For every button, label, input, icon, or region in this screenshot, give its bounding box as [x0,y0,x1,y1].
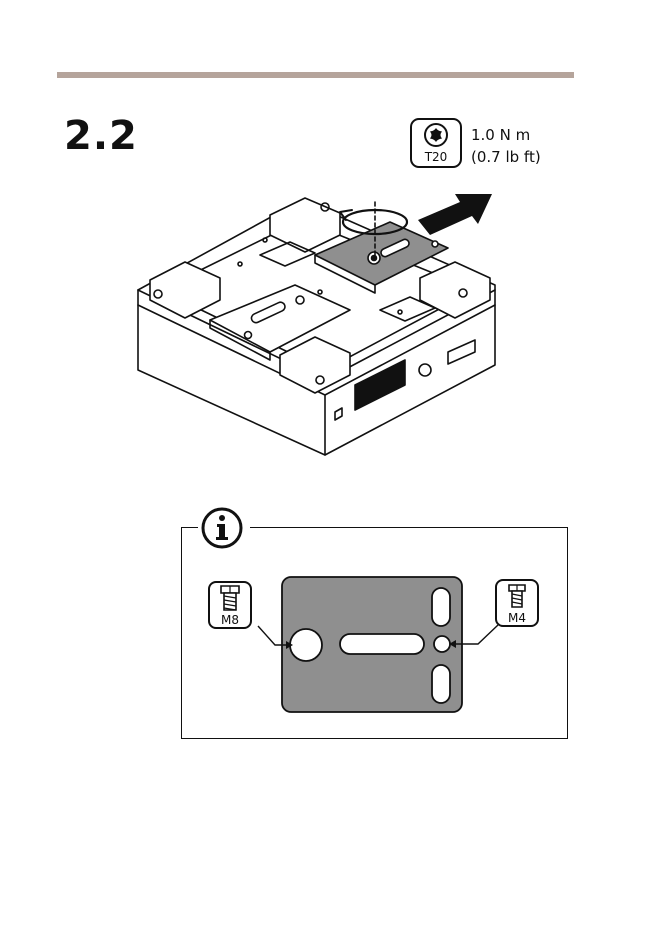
bolt-icon [497,581,537,613]
center-slot [340,634,424,654]
info-icon [200,506,244,550]
torque-metric: 1.0 N m [471,124,541,146]
upper-slot [432,588,450,626]
m4-label: M4 [497,611,537,625]
torque-imperial: (0.7 lb ft) [471,146,541,168]
bolt-icon [210,583,250,615]
m4-screw-badge: M4 [495,579,539,627]
section-divider [57,72,574,78]
m8-screw-badge: M8 [208,581,252,629]
torque-spec: 1.0 N m (0.7 lb ft) [471,124,541,168]
device-illustration [130,180,510,465]
info-icon-wrap [198,505,250,551]
step-number: 2.2 [64,112,138,160]
m8-hole [290,629,322,661]
lower-slot [432,665,450,703]
m8-label: M8 [210,613,250,627]
slide-direction-arrow [418,194,492,235]
tool-badge: T20 [410,118,462,168]
m4-hole [434,636,450,652]
tool-label: T20 [412,150,460,164]
